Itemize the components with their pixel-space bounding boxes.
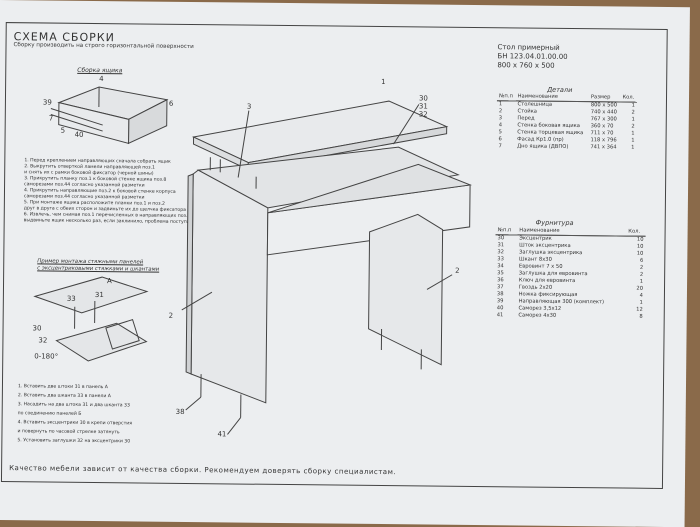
callout-label: 1 — [381, 78, 386, 86]
callout-label: 2 — [455, 267, 460, 275]
callout-label: 41 — [217, 430, 226, 438]
drawer-callout-label: 5 — [61, 127, 66, 135]
example-callout-label: 30 — [33, 324, 42, 332]
drawer-callout-label: 39 — [43, 98, 52, 106]
example-callout-label: 31 — [95, 291, 104, 299]
callout-label: 30 — [419, 94, 428, 102]
example-callout-label: 32 — [38, 336, 47, 344]
drawer-sketch — [51, 87, 168, 144]
drawer-callout-label: 7 — [49, 115, 54, 123]
callout-label: 38 — [176, 408, 185, 416]
left-stand — [191, 170, 268, 403]
example-callout-label: 0-180° — [34, 352, 58, 360]
example-callout-label: 33 — [67, 295, 76, 303]
right-stand — [368, 214, 443, 365]
callout-label: 2 — [169, 312, 174, 320]
callout-label: 3 — [247, 103, 252, 111]
example-callout-label: А — [107, 277, 112, 285]
drawer-callout-label: 4 — [99, 75, 104, 83]
example-sketch — [34, 276, 147, 361]
callout-label: 32 — [419, 110, 428, 118]
callout-label: 31 — [419, 102, 428, 110]
drawer-callout-label: 40 — [75, 131, 84, 139]
drawer-callout-label: 6 — [169, 100, 174, 108]
